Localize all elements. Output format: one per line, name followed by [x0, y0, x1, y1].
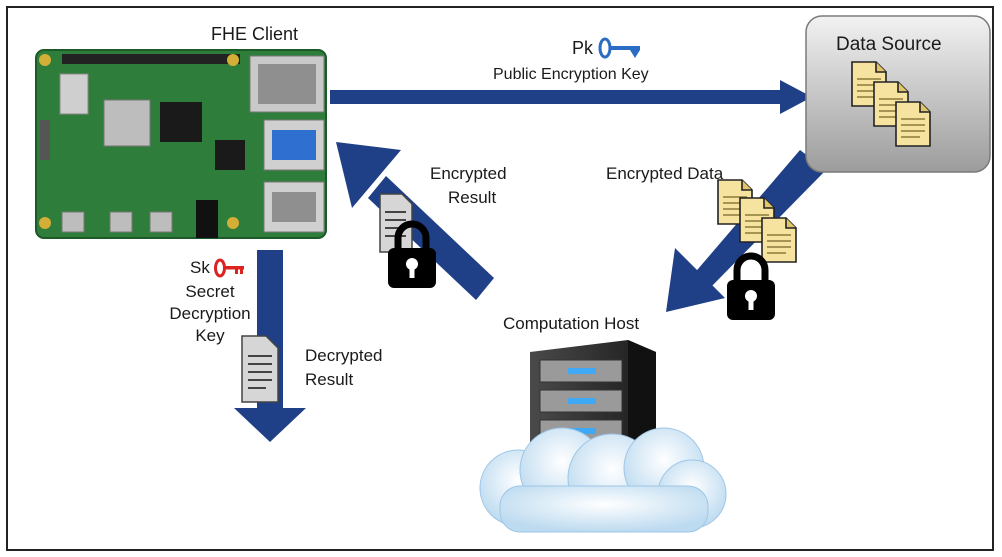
public-key-abbr: Pk [572, 38, 594, 58]
cloud-icon [479, 427, 727, 533]
computation-host-label: Computation Host [503, 314, 640, 333]
public-key-arrow [330, 80, 812, 114]
public-key-label: Public Encryption Key [493, 66, 649, 83]
secret-key-line3: Key [195, 326, 225, 345]
secret-key-line1: Secret [185, 282, 235, 301]
data-source-label: Data Source [836, 34, 942, 55]
fhe-client-title: FHE Client [211, 24, 299, 44]
secret-key-icon [214, 258, 244, 278]
key-icon [598, 37, 640, 59]
decrypted-result-line2: Result [305, 370, 354, 389]
encrypted-result-line2: Result [448, 188, 497, 207]
encrypted-data-label: Encrypted Data [606, 164, 724, 183]
data-source-box [805, 15, 991, 173]
secret-key-line2: Decryption [169, 304, 251, 323]
encrypted-result-icon [379, 193, 436, 288]
decrypted-result-line1: Decrypted [305, 346, 383, 365]
decrypted-document-icon [241, 335, 279, 403]
raspberry-pi-board-icon [35, 49, 327, 239]
encrypted-result-line1: Encrypted [430, 164, 507, 183]
secret-key-abbr: Sk [190, 258, 210, 277]
